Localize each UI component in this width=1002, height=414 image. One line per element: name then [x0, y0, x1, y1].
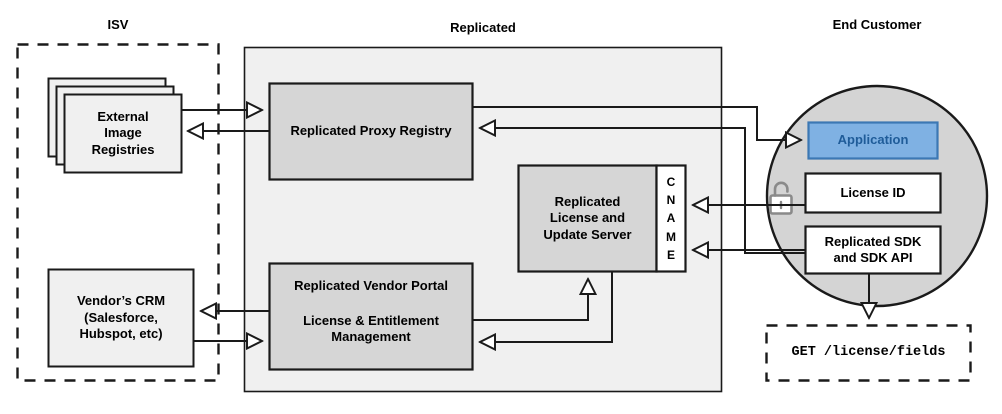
isv-group-title: ISV — [107, 17, 129, 32]
end-customer-group-title: End Customer — [832, 17, 922, 32]
vendor-portal-box — [268, 262, 474, 371]
cname-letter-a: A — [666, 211, 676, 226]
cname-letter-m: M — [666, 229, 676, 244]
vendors-crm-box — [47, 268, 195, 368]
api-request-boundary — [765, 324, 972, 382]
proxy-registry-box — [268, 82, 474, 181]
isv-group-boundary — [16, 43, 220, 382]
cname-letter-e: E — [666, 247, 675, 262]
replicated-sdk-box — [804, 225, 942, 275]
cname-letter-c: C — [666, 174, 676, 189]
cname-letter-n: N — [666, 193, 676, 208]
external-registries-box — [63, 93, 183, 174]
cname-label: C N A M E — [656, 165, 686, 272]
application-box — [807, 121, 939, 160]
replicated-group-title: Replicated — [450, 20, 516, 35]
edge-customer-to-proxy — [480, 128, 806, 254]
cname-strip — [655, 164, 687, 273]
license-update-server-box — [517, 164, 658, 273]
edge-proxy-to-application — [472, 106, 802, 140]
edge-license-server-to-vendor-portal — [480, 271, 613, 343]
license-id-box — [804, 172, 942, 214]
edge-vendor-portal-to-license-server — [472, 279, 589, 321]
